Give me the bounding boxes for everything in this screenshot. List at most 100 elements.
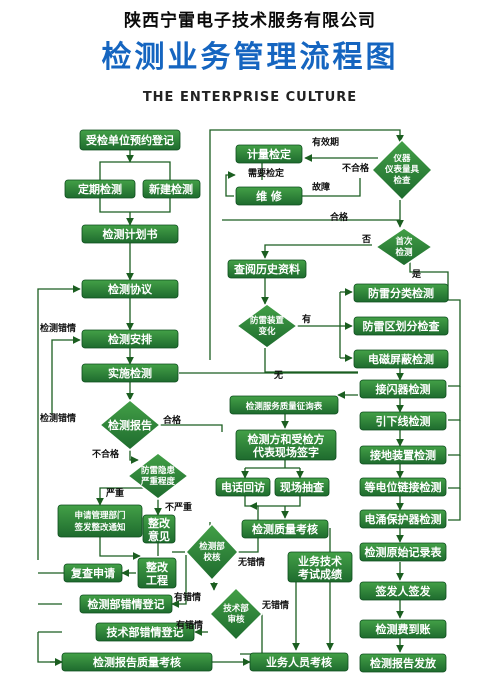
node-tech-exam: 业务技术 考试成绩	[287, 551, 353, 583]
svg-text:签发整改通知: 签发整改通知	[73, 522, 125, 533]
node-apply-dept: 申请管理部门 签发整改通知	[57, 504, 143, 538]
connector-lines	[37, 129, 461, 666]
svg-text:电涌保护器检测: 电涌保护器检测	[365, 512, 442, 526]
svg-text:检测质量考核: 检测质量考核	[252, 522, 318, 536]
label-fail-instrument: 不合格	[342, 162, 370, 174]
svg-text:变化: 变化	[258, 326, 276, 337]
node-plan: 检测计划书	[81, 224, 179, 244]
svg-text:技术部: 技术部	[223, 603, 249, 614]
node-air-term: 接闪器检测	[359, 379, 447, 399]
node-ground: 接地装置检测	[359, 445, 447, 465]
node-lp-change-diamond: 防雷装置 变化	[235, 303, 299, 349]
svg-text:首次: 首次	[395, 236, 413, 247]
node-history: 查阅历史资料	[227, 259, 307, 279]
svg-text:检测部错情登记: 检测部错情登记	[88, 597, 165, 611]
svg-text:防雷隐患: 防雷隐患	[141, 465, 176, 476]
node-service-survey: 检测服务质量征询表	[229, 395, 339, 415]
svg-text:代表现场签字: 代表现场签字	[252, 445, 319, 459]
svg-text:接闪器检测: 接闪器检测	[376, 382, 431, 396]
svg-text:受检单位预约登记: 受检单位预约登记	[86, 133, 174, 147]
label-has-error-2: 有错情	[176, 619, 203, 631]
svg-text:仪器: 仪器	[392, 153, 411, 164]
node-quality-eval: 检测质量考核	[241, 519, 329, 539]
label-no-error-2: 无错情	[261, 599, 289, 611]
label-has-error-1: 有错情	[174, 591, 201, 603]
label-has: 有	[302, 313, 311, 325]
svg-text:查阅历史资料: 查阅历史资料	[234, 262, 300, 276]
node-dept-check-diamond: 检测部 校核	[184, 522, 240, 582]
svg-text:检测部: 检测部	[199, 541, 225, 552]
node-sign: 签发人签发	[359, 581, 447, 601]
node-hazard-diamond: 防雷隐患 严重程度	[126, 452, 190, 500]
node-periodic: 定期检测	[64, 179, 136, 199]
svg-text:检测方和受检方: 检测方和受检方	[248, 432, 325, 446]
svg-text:防雷分类检测: 防雷分类检测	[368, 286, 434, 300]
svg-text:新建检测: 新建检测	[149, 182, 193, 196]
node-reservation: 受检单位预约登记	[79, 129, 181, 151]
node-phone: 电话回访	[215, 477, 271, 497]
node-billing: 检测费到账	[359, 619, 447, 639]
node-raw-record: 检测原始记录表	[359, 542, 447, 562]
node-tech-error-log: 技术部错情登记	[95, 622, 195, 642]
svg-text:意见: 意见	[148, 529, 170, 543]
svg-text:防雷装置: 防雷装置	[250, 315, 285, 326]
svg-text:整改: 整改	[147, 516, 171, 530]
edge-labels: 有效期 不合格 需要检定 故障 合格 否 是 有 无 检测错情 检测错情 合格 …	[40, 136, 422, 631]
node-rectify-project: 整改 工程	[137, 557, 177, 589]
label-no: 否	[361, 234, 371, 245]
node-repair: 维 修	[235, 186, 303, 206]
svg-text:实施检测: 实施检测	[108, 366, 152, 380]
label-fault: 故障	[312, 181, 330, 193]
node-issue: 检测报告发放	[359, 653, 447, 673]
node-rectify-opinion: 整改 意见	[142, 514, 176, 544]
label-report-fail: 不合格	[92, 448, 120, 460]
svg-text:检测原始记录表: 检测原始记录表	[365, 545, 443, 559]
svg-text:检测报告: 检测报告	[108, 418, 152, 432]
label-check-error-1: 检测错情	[40, 322, 76, 334]
svg-text:复查申请: 复查申请	[70, 566, 115, 580]
label-not-severe: 不严重	[165, 501, 192, 513]
svg-text:电磁屏蔽检测: 电磁屏蔽检测	[368, 352, 434, 366]
node-implement: 实施检测	[81, 363, 179, 383]
node-staff-eval: 业务人员考核	[249, 652, 349, 672]
svg-text:计量检定: 计量检定	[247, 147, 291, 161]
svg-text:接地装置检测: 接地装置检测	[370, 448, 436, 462]
svg-text:审核: 审核	[227, 614, 245, 625]
label-check-error-2: 检测错情	[40, 412, 76, 424]
label-none: 无	[273, 370, 283, 381]
label-pass-instrument: 合格	[330, 211, 349, 223]
svg-text:检测安排: 检测安排	[108, 332, 152, 346]
svg-text:检测服务质量征询表: 检测服务质量征询表	[246, 401, 323, 412]
svg-text:检测计划书: 检测计划书	[103, 227, 158, 241]
node-instrument-diamond: 仪器 仪表量具 检查	[370, 138, 434, 202]
svg-text:维 修: 维 修	[256, 189, 283, 203]
svg-text:仪表量具: 仪表量具	[384, 164, 420, 175]
svg-text:申请管理部门: 申请管理部门	[74, 510, 125, 521]
label-severe: 严重	[105, 487, 124, 499]
svg-text:电话回访: 电话回访	[221, 480, 265, 494]
node-em-shield: 电磁屏蔽检测	[353, 349, 449, 369]
label-need-verify: 需要检定	[248, 167, 285, 179]
svg-text:技术部错情登记: 技术部错情登记	[107, 625, 184, 639]
svg-text:整改: 整改	[145, 560, 169, 574]
svg-text:签发人签发: 签发人签发	[375, 584, 432, 598]
svg-text:检测: 检测	[395, 247, 413, 258]
svg-text:定期检测: 定期检测	[78, 182, 122, 196]
node-equi-bond: 等电位链接检测	[359, 477, 447, 497]
node-new-build: 新建检测	[142, 179, 201, 199]
node-down-cond: 引下线检测	[359, 411, 447, 431]
node-dept-error-log: 检测部错情登记	[79, 594, 173, 614]
node-recheck: 复查申请	[63, 563, 123, 583]
node-rep-sign: 检测方和受检方 代表现场签字	[235, 429, 337, 461]
label-yes: 是	[411, 269, 422, 280]
node-report-quality: 检测报告质量考核	[61, 652, 213, 672]
svg-text:现场抽查: 现场抽查	[280, 480, 324, 494]
page-title: 检测业务管理流程图	[101, 40, 399, 75]
node-surge: 电涌保护器检测	[359, 509, 447, 529]
svg-text:校核: 校核	[203, 552, 221, 563]
svg-text:引下线检测: 引下线检测	[376, 414, 431, 428]
svg-text:检测报告发放: 检测报告发放	[370, 656, 437, 670]
label-no-error-1: 无错情	[237, 556, 265, 568]
node-lp-zone: 防雷区划分检查	[353, 316, 449, 336]
